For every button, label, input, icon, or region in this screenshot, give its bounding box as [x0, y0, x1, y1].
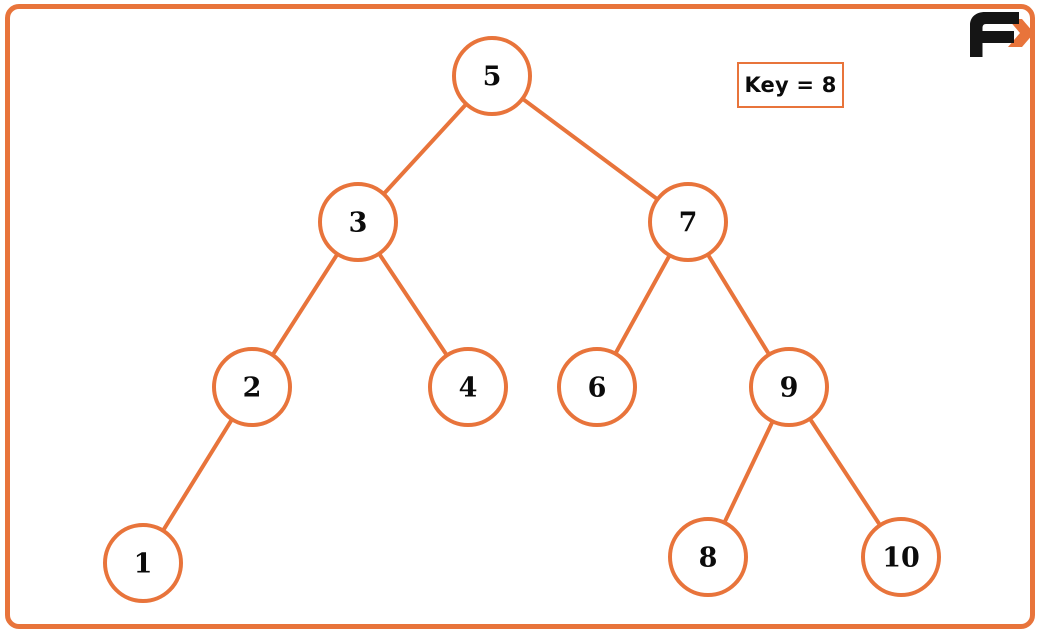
- tree-node[interactable]: 5: [452, 36, 532, 116]
- tree-node-circle: [452, 36, 532, 116]
- tree-node[interactable]: 6: [557, 347, 637, 427]
- tree-edge: [377, 251, 449, 358]
- tree-node-label: 6: [588, 373, 607, 404]
- tree-node[interactable]: 10: [861, 517, 941, 597]
- tree-edge: [161, 417, 234, 533]
- tree-node[interactable]: 8: [668, 517, 748, 597]
- tree-node-circle: [318, 182, 398, 262]
- tree-node-label: 1: [134, 549, 153, 580]
- tree-node-circle: [749, 347, 829, 427]
- tree-edges: [161, 96, 883, 533]
- content-frame: [5, 4, 1035, 629]
- tree-node-label: 9: [780, 373, 799, 404]
- tree-node[interactable]: 4: [428, 347, 508, 427]
- key-badge: Key = 8: [737, 62, 844, 108]
- tree-node-circle: [428, 347, 508, 427]
- tree-node-label: 3: [349, 208, 368, 239]
- tree-node[interactable]: 3: [318, 182, 398, 262]
- tree-node-label: 8: [699, 543, 718, 574]
- tree-edge: [270, 251, 340, 358]
- logo-chevron-icon: [1008, 19, 1034, 47]
- tree-node-label: 7: [679, 208, 698, 239]
- tree-edge: [807, 416, 883, 528]
- tree-nodes: 5 3 7 2 4 6 9 1 8 10: [103, 36, 941, 603]
- tree-edge: [381, 101, 469, 197]
- tree-node-circle: [668, 517, 748, 597]
- tree-node[interactable]: 7: [648, 182, 728, 262]
- tree-node-circle: [861, 517, 941, 597]
- tree-node-circle: [557, 347, 637, 427]
- tree-edge: [705, 252, 772, 357]
- tree-edge: [520, 96, 660, 202]
- tree-node-circle: [648, 182, 728, 262]
- tree-edge: [722, 419, 775, 525]
- key-label: Key = 8: [744, 73, 837, 97]
- logo-letter-f-icon: [970, 12, 1019, 57]
- tree-node-label: 5: [483, 62, 502, 93]
- tree-node-label: 4: [459, 373, 478, 404]
- tree-node[interactable]: 2: [212, 347, 292, 427]
- tree-node[interactable]: 1: [103, 523, 183, 603]
- tree-node-circle: [212, 347, 292, 427]
- tree-node-label: 10: [882, 543, 920, 574]
- tree-node-circle: [103, 523, 183, 603]
- tree-node[interactable]: 9: [749, 347, 829, 427]
- f-logo: [970, 12, 1034, 57]
- tree-node-label: 2: [243, 373, 262, 404]
- tree-edge: [613, 253, 672, 356]
